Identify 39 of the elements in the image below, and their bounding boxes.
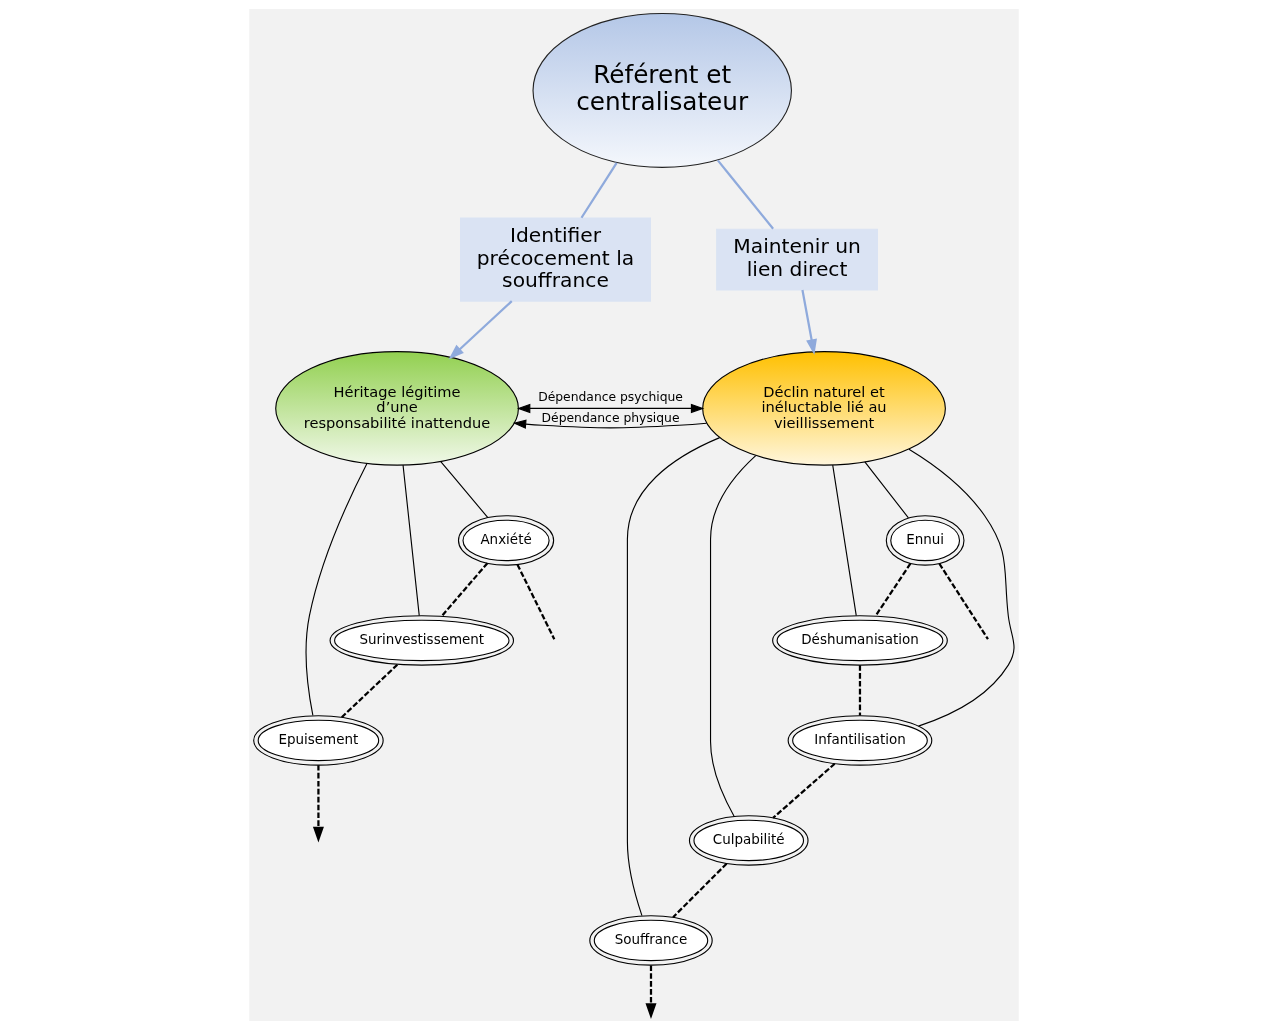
node-ellipse: Anxiété <box>457 514 554 566</box>
connector <box>831 464 857 616</box>
connector <box>863 460 909 518</box>
node-ellipse: Surinvestissement <box>329 614 514 666</box>
node-ellipse: Héritage légitime d’une responsabilité inattendue <box>274 350 519 466</box>
edge-label: Dépendance psychique <box>537 389 683 404</box>
arrow <box>312 764 324 843</box>
node-ellipse: Déshumanisation <box>771 614 948 666</box>
node-ellipse: Ennui <box>885 514 965 566</box>
connector <box>771 762 835 819</box>
connector <box>305 462 368 716</box>
node-ellipse: Epuisement <box>252 714 384 766</box>
connector <box>937 562 989 640</box>
connector <box>340 663 398 718</box>
arrow <box>512 419 707 429</box>
node-ellipse: Infantilisation <box>787 714 932 766</box>
connector <box>716 159 774 230</box>
connector <box>858 664 861 715</box>
connector <box>402 464 420 616</box>
connector <box>907 448 1015 727</box>
connector <box>626 436 720 916</box>
arrow <box>800 289 817 355</box>
connector <box>580 161 618 218</box>
connector <box>440 562 488 617</box>
connector <box>439 460 488 518</box>
arrow <box>448 299 513 360</box>
arrow <box>516 403 704 413</box>
node-ellipse: Déclin naturel et inéluctable lié au vieillissement <box>701 350 946 466</box>
node-ellipse: Référent et centralisateur <box>531 12 792 168</box>
node-box: Maintenir un lien direct <box>715 228 878 290</box>
connector <box>874 562 911 616</box>
arrow <box>644 964 656 1019</box>
node-ellipse: Souffrance <box>588 914 713 966</box>
node-box: Identifier précocement la souffrance <box>459 216 651 302</box>
connector <box>709 454 756 817</box>
node-ellipse: Culpabilité <box>688 814 809 866</box>
edge-label: Dépendance physique <box>541 410 680 425</box>
connector <box>671 862 727 918</box>
connector <box>516 563 555 640</box>
